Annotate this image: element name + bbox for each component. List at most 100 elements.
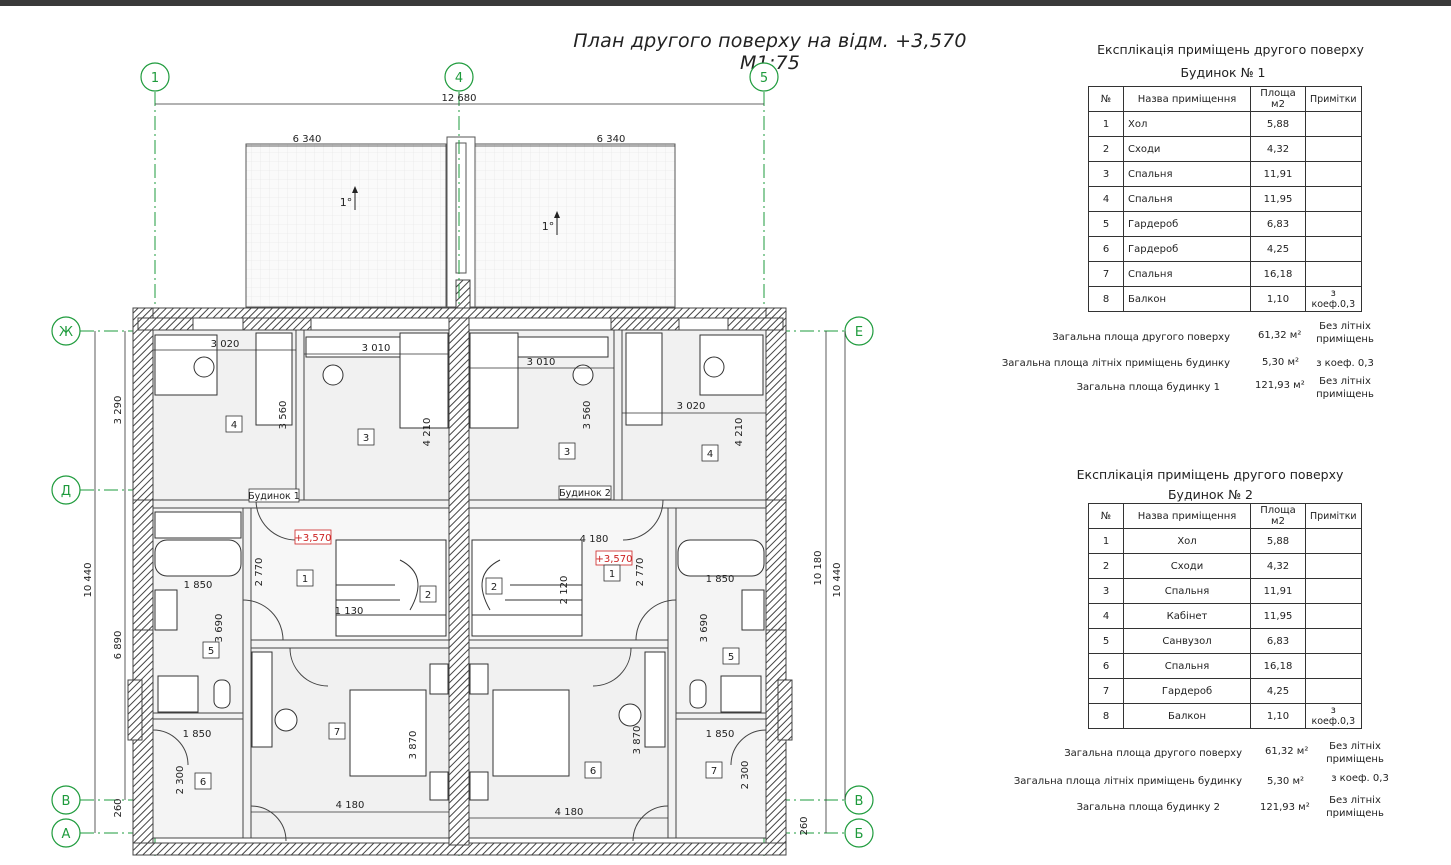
row-name: Гардероб — [1123, 678, 1251, 704]
row-note — [1305, 603, 1362, 629]
dim-2300-b: 2 300 — [740, 761, 751, 790]
col-area-header: Площа м2 — [1250, 86, 1306, 112]
dim-height-r2: 10 180 — [813, 551, 824, 586]
row-area: 5,88 — [1250, 528, 1306, 554]
row-num: 1 — [1088, 528, 1124, 554]
row-name: Гардероб — [1123, 211, 1251, 237]
room-tag-r5: 5 — [728, 652, 734, 663]
walls — [127, 307, 793, 856]
dim-3870-b: 3 870 — [632, 726, 643, 755]
row-note — [1305, 528, 1362, 554]
slope-mark-b: 1° — [542, 220, 555, 233]
house1-table-title: Експлікація приміщень другого поверху — [1097, 42, 1364, 57]
summary-note: Без літніх приміщень — [1326, 741, 1384, 765]
col-note-header: Примітки — [1305, 86, 1362, 112]
axis-b: Б — [855, 827, 864, 842]
col-area-header: Площа м2 — [1250, 503, 1306, 529]
table-header-row: № Назва приміщення Площа м2 Примітки — [1088, 86, 1362, 112]
row-name: Спальня — [1123, 261, 1251, 287]
row-num: 4 — [1088, 186, 1124, 212]
row-area: 11,95 — [1250, 186, 1306, 212]
row-num: 2 — [1088, 553, 1124, 579]
row-note — [1305, 578, 1362, 604]
summary-label: Загальна площа другого поверху — [1064, 748, 1242, 759]
axis-zh: Ж — [59, 325, 73, 340]
dim-height-total-right: 10 440 — [832, 563, 843, 598]
col-name-header: Назва приміщення — [1123, 86, 1251, 112]
axis-e: Е — [855, 325, 863, 340]
dimension-lines — [94, 103, 846, 833]
summary-value: 121,93 м² — [1260, 802, 1310, 813]
dim-room-4: 3 020 — [677, 401, 706, 412]
row-name: Сходи — [1123, 136, 1251, 162]
row-note — [1305, 678, 1362, 704]
row-num: 2 — [1088, 136, 1124, 162]
row-area: 6,83 — [1250, 211, 1306, 237]
row-num: 4 — [1088, 603, 1124, 629]
room-tag-r6: 6 — [590, 766, 596, 777]
row-area: 11,91 — [1250, 578, 1306, 604]
dim-1850-d: 1 850 — [706, 729, 735, 740]
row-note — [1305, 136, 1362, 162]
room-tag-r2: 2 — [491, 582, 497, 593]
row-note — [1305, 261, 1362, 287]
axis-v-right: В — [855, 794, 864, 809]
dim-right-width: 6 340 — [597, 134, 626, 145]
summary-note: Без літніх приміщень — [1316, 376, 1374, 400]
dim-height-total-left: 10 440 — [83, 563, 94, 598]
dim-4180-a: 4 180 — [336, 800, 365, 811]
row-num: 6 — [1088, 653, 1124, 679]
dim-room-1: 3 020 — [211, 339, 240, 350]
dim-height-left-top: 3 290 — [113, 396, 124, 425]
roof-terrace — [245, 136, 676, 311]
row-note — [1305, 553, 1362, 579]
summary-value: 61,32 м² — [1258, 330, 1302, 341]
table-header-row: № Назва приміщення Площа м2 Примітки — [1088, 503, 1362, 529]
dim-2770-a: 2 770 — [254, 558, 265, 587]
row-name: Хол — [1123, 528, 1251, 554]
dim-3690-b: 3 690 — [699, 614, 710, 643]
row-note — [1305, 211, 1362, 237]
row-area: 5,88 — [1250, 111, 1306, 137]
room-tag-l7: 7 — [334, 727, 340, 738]
dim-2770-b: 2 770 — [635, 558, 646, 587]
row-area: 11,95 — [1250, 603, 1306, 629]
row-num: 5 — [1088, 211, 1124, 237]
summary-value: 5,30 м² — [1262, 357, 1299, 368]
house2-table-subtitle: Будинок № 2 — [1167, 487, 1253, 502]
dim-260-left: 260 — [113, 798, 124, 817]
dim-3870-a: 3 870 — [408, 731, 419, 760]
furniture — [154, 332, 765, 801]
dim-total-width: 12 680 — [442, 93, 477, 104]
summary-note: Без літніх приміщень — [1316, 321, 1374, 345]
room-tag-l3: 3 — [363, 433, 369, 444]
row-name: Балкон — [1123, 286, 1251, 312]
row-note — [1305, 628, 1362, 654]
level-mark-right: +3,570 — [595, 554, 632, 565]
summary-value: 121,93 м² — [1255, 380, 1305, 391]
summary-note: Без літніх приміщень — [1326, 795, 1384, 819]
row-area: 4,25 — [1250, 236, 1306, 262]
dim-room-3: 3 010 — [527, 357, 556, 368]
row-area: 6,83 — [1250, 628, 1306, 654]
dim-4180-top: 4 180 — [580, 534, 609, 545]
dim-1850-b: 1 850 — [706, 574, 735, 585]
row-area: 1,10 — [1250, 703, 1306, 729]
row-name: Сходи — [1123, 553, 1251, 579]
row-name: Гардероб — [1123, 236, 1251, 262]
axis-v-left: В — [62, 794, 71, 809]
row-area: 1,10 — [1250, 286, 1306, 312]
room-tag-r7: 7 — [711, 766, 717, 777]
summary-label: Загальна площа будинку 1 — [1076, 382, 1220, 393]
